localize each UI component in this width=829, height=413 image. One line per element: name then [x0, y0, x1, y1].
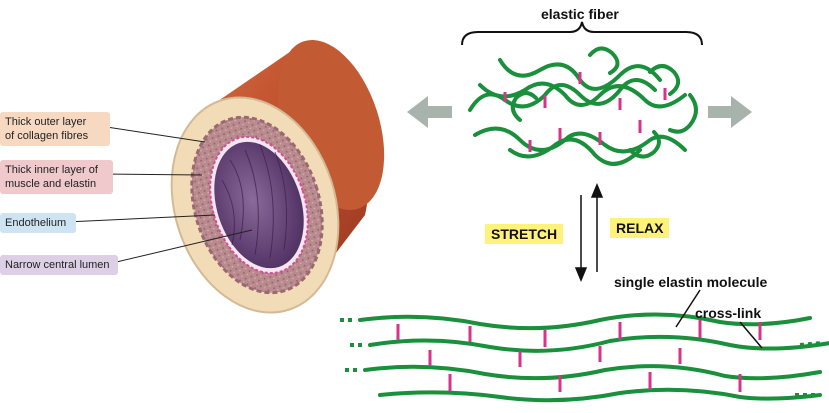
artery-illustration: [65, 40, 385, 314]
label-muscle-layer: Thick inner layer of muscle and elastin: [0, 160, 113, 194]
elastic-fiber-crosslinks: [503, 72, 667, 152]
stretch-tag: STRETCH: [485, 224, 564, 244]
label-endothelium: Endothelium: [0, 213, 76, 233]
elastic-fiber-title: elastic fiber: [541, 6, 619, 22]
label-lumen: Narrow central lumen: [0, 255, 118, 275]
stretched-molecules: [358, 312, 829, 403]
stretch-arrow: [574, 195, 588, 282]
relax-arrow: [590, 183, 604, 272]
label-collagen-layer: Thick outer layer of collagen fibres: [0, 112, 110, 146]
label-muscle-line1: Thick inner layer of: [5, 164, 98, 176]
crosslink-label: cross-link: [695, 305, 762, 321]
molecule-crosslinks: [396, 320, 762, 392]
molecule-pointer-lines: [675, 289, 763, 349]
lumen-texture: [221, 144, 288, 259]
left-pull-arrow: [407, 96, 452, 128]
elastic-fiber-tangle: [468, 46, 698, 166]
relax-tag: RELAX: [610, 218, 670, 238]
elastic-fiber-bracket: [461, 21, 703, 46]
label-collagen-line1: Thick outer layer: [5, 116, 87, 128]
label-muscle-line2: muscle and elastin: [5, 178, 97, 190]
artery-leader-lines: [65, 125, 253, 265]
single-molecule-label: single elastin molecule: [614, 274, 768, 290]
right-pull-arrow: [708, 96, 752, 128]
label-collagen-line2: of collagen fibres: [5, 130, 89, 142]
molecule-dashed-ends: [340, 318, 823, 397]
